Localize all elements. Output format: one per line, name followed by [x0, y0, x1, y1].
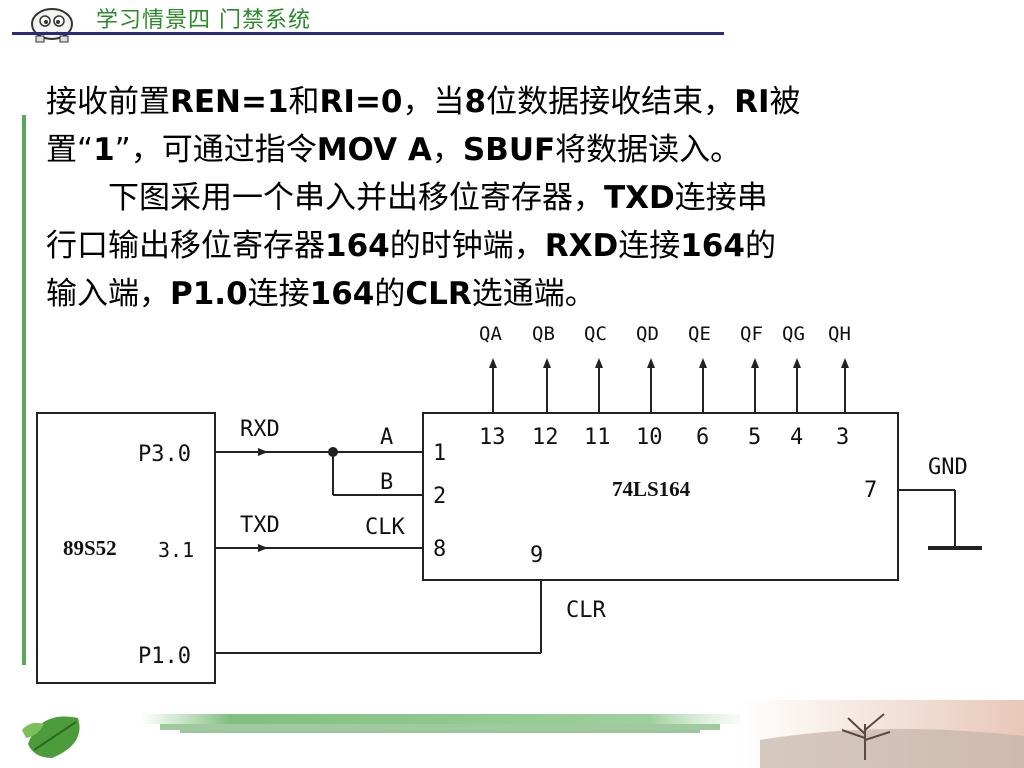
chip-pin-13: 13 — [479, 425, 506, 450]
signal-gnd: GND — [928, 455, 968, 480]
text-run: 164 — [309, 276, 375, 312]
text-run: 置“ — [46, 132, 94, 168]
body-text: 接收前置REN=1和RI=0，当8位数据接收结束，RI被 置“1”，可通过指令M… — [46, 78, 1014, 318]
footer-decoration — [22, 700, 1024, 768]
pin-label-p30: P3.0 — [138, 442, 191, 467]
output-qc: QC — [584, 323, 607, 345]
text-run: 连接串 — [674, 180, 768, 216]
text-run: CLR — [405, 276, 472, 312]
chip-pin-1: 1 — [433, 441, 446, 466]
text-run: ”，可通过指令 — [114, 132, 317, 168]
text-run: 选通端。 — [471, 276, 596, 312]
output-qg: QG — [782, 323, 805, 345]
text-run: 输入端， — [46, 276, 170, 312]
text-run: RXD — [544, 228, 619, 264]
chip-pin-2: 2 — [433, 484, 446, 509]
chip-pin-11: 11 — [584, 425, 611, 450]
text-line: 行口输出移位寄存器164的时钟端，RXD连接164的 — [46, 222, 1014, 270]
tree-icon — [841, 713, 891, 760]
output-qh: QH — [828, 323, 851, 345]
text-run: 位数据接收结束， — [486, 84, 735, 120]
text-run: 行口输出移位寄存器 — [46, 228, 325, 264]
output-qf: QF — [740, 323, 763, 345]
text-run: 下图采用一个串入并出移位寄存器， — [46, 180, 604, 216]
input-a: A — [380, 425, 393, 450]
text-line: 下图采用一个串入并出移位寄存器，TXD连接串 — [46, 174, 1014, 222]
text-run: ，当 — [402, 84, 465, 120]
text-run: 8 — [464, 84, 487, 120]
text-run: 被 — [769, 84, 801, 120]
chip-label: 74LS164 — [612, 477, 691, 501]
chip-pin-4: 4 — [790, 425, 803, 450]
text-run: 的 — [744, 228, 776, 264]
text-run: MOV A — [316, 132, 432, 168]
text-line: 输入端，P1.0连接164的CLR选通端。 — [46, 270, 1014, 318]
circuit-diagram: P3.0 3.1 P1.0 89S52 RXD TXD CLR GND A B … — [36, 323, 982, 684]
text-run: REN=1 — [170, 84, 289, 120]
left-accent-bar — [22, 115, 26, 665]
text-run: 接收前置 — [46, 84, 170, 120]
chip-pin-8: 8 — [433, 537, 446, 562]
signal-clr: CLR — [566, 598, 606, 623]
text-run: RI — [734, 84, 770, 120]
chip-pin-12: 12 — [532, 425, 559, 450]
output-qe: QE — [688, 323, 711, 345]
mascot-icon — [31, 8, 73, 43]
chip-pin-6: 6 — [696, 425, 709, 450]
header-rule — [12, 32, 724, 35]
text-run: P1.0 — [170, 276, 248, 312]
pin-label-p31: 3.1 — [158, 538, 194, 562]
chip-pin-5: 5 — [748, 425, 761, 450]
text-run: 连接 — [618, 228, 681, 264]
text-run: ， — [431, 132, 463, 168]
junction-dot — [328, 447, 338, 457]
mcu-label: 89S52 — [63, 536, 117, 560]
chip-pin-9: 9 — [530, 543, 543, 568]
input-clk: CLK — [365, 515, 405, 540]
text-run: 将数据读入。 — [555, 132, 742, 168]
text-line: 置“1”，可通过指令MOV A，SBUF将数据读入。 — [46, 126, 1014, 174]
text-run: RI=0 — [319, 84, 403, 120]
text-run: 的时钟端， — [389, 228, 545, 264]
leaf-icon — [22, 716, 80, 758]
text-run: 164 — [680, 228, 745, 264]
text-run: 连接 — [247, 276, 310, 312]
input-b: B — [380, 470, 393, 495]
output-qd: QD — [636, 323, 659, 345]
output-qb: QB — [532, 323, 555, 345]
text-run: 的 — [374, 276, 406, 312]
text-run: 和 — [288, 84, 320, 120]
text-line: 接收前置REN=1和RI=0，当8位数据接收结束，RI被 — [46, 78, 1014, 126]
text-run: TXD — [604, 180, 675, 216]
text-run: SBUF — [462, 132, 556, 168]
chip-pin-10: 10 — [636, 425, 663, 450]
chip-pin-3: 3 — [836, 425, 849, 450]
chip-pin-7: 7 — [864, 478, 877, 503]
header-title: 学习情景四 门禁系统 — [96, 8, 311, 33]
signal-rxd: RXD — [240, 417, 280, 442]
text-run: 1 — [93, 132, 115, 168]
output-qa: QA — [479, 323, 502, 345]
chip-box — [422, 412, 899, 581]
text-run: 164 — [325, 228, 390, 264]
signal-txd: TXD — [240, 513, 280, 538]
pin-label-p10: P1.0 — [138, 644, 191, 669]
